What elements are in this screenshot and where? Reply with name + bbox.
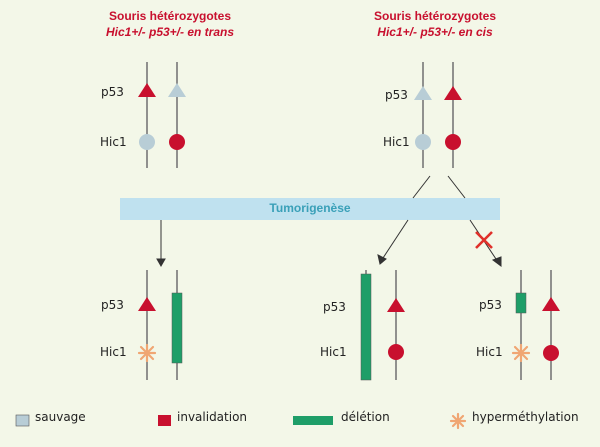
legend-hypermethylation-icon <box>449 412 467 430</box>
legend-deletion-swatch <box>293 416 333 425</box>
left-title: Souris hétérozygotes Hic1+/- p53+/- en t… <box>80 8 260 40</box>
label-hic1-bottom-right: Hic1 <box>476 345 503 359</box>
p53-invalidation-triangle <box>138 297 156 311</box>
blocked-cross-icon <box>475 231 493 249</box>
tumorigenesis-band: Tumorigenèse <box>120 198 500 220</box>
p53-invalidation-triangle <box>444 86 462 100</box>
right-title-line1: Souris hétérozygotes <box>373 9 497 23</box>
label-p53-bottom-right: p53 <box>479 298 502 312</box>
label-hic1-top-left: Hic1 <box>100 135 127 149</box>
legend-hypermethylation-label: hyperméthylation <box>472 410 579 424</box>
legend-deletion-label: délétion <box>341 410 390 424</box>
label-p53-bottom-mid: p53 <box>323 300 346 314</box>
label-hic1-bottom-left: Hic1 <box>100 345 127 359</box>
hic1-wild-circle <box>415 134 431 150</box>
deletion-bar <box>515 292 527 314</box>
legend-wild-label: sauvage <box>35 410 86 424</box>
hic1-wild-circle <box>139 134 155 150</box>
legend-invalidation-label: invalidation <box>177 410 248 424</box>
label-hic1-bottom-mid: Hic1 <box>320 345 347 359</box>
legend-wild-swatch <box>15 414 30 427</box>
label-p53-top-right: p53 <box>385 88 408 102</box>
deletion-bar <box>171 292 183 364</box>
label-hic1-top-right: Hic1 <box>383 135 410 149</box>
tumorigenesis-label: Tumorigenèse <box>269 201 351 215</box>
hypermethylation-icon <box>137 343 157 363</box>
p53-invalidation-triangle <box>138 83 156 97</box>
right-title-line2: Hic1+/- p53+/- en cis <box>377 25 493 39</box>
legend-invalidation-swatch <box>158 415 171 426</box>
hic1-invalidation-circle <box>445 134 461 150</box>
hic1-invalidation-circle <box>388 344 404 360</box>
left-title-line1: Souris hétérozygotes <box>108 9 232 23</box>
p53-wild-triangle <box>414 86 432 100</box>
p53-invalidation-triangle <box>542 297 560 311</box>
p53-wild-triangle <box>168 83 186 97</box>
hypermethylation-icon <box>511 343 531 363</box>
right-title: Souris hétérozygotes Hic1+/- p53+/- en c… <box>345 8 525 40</box>
label-p53-bottom-left: p53 <box>101 298 124 312</box>
p53-invalidation-triangle <box>387 298 405 312</box>
deletion-bar <box>360 273 372 381</box>
hic1-invalidation-circle <box>169 134 185 150</box>
left-title-line2: Hic1+/- p53+/- en trans <box>105 25 235 39</box>
label-p53-top-left: p53 <box>101 85 124 99</box>
hic1-invalidation-circle <box>543 345 559 361</box>
